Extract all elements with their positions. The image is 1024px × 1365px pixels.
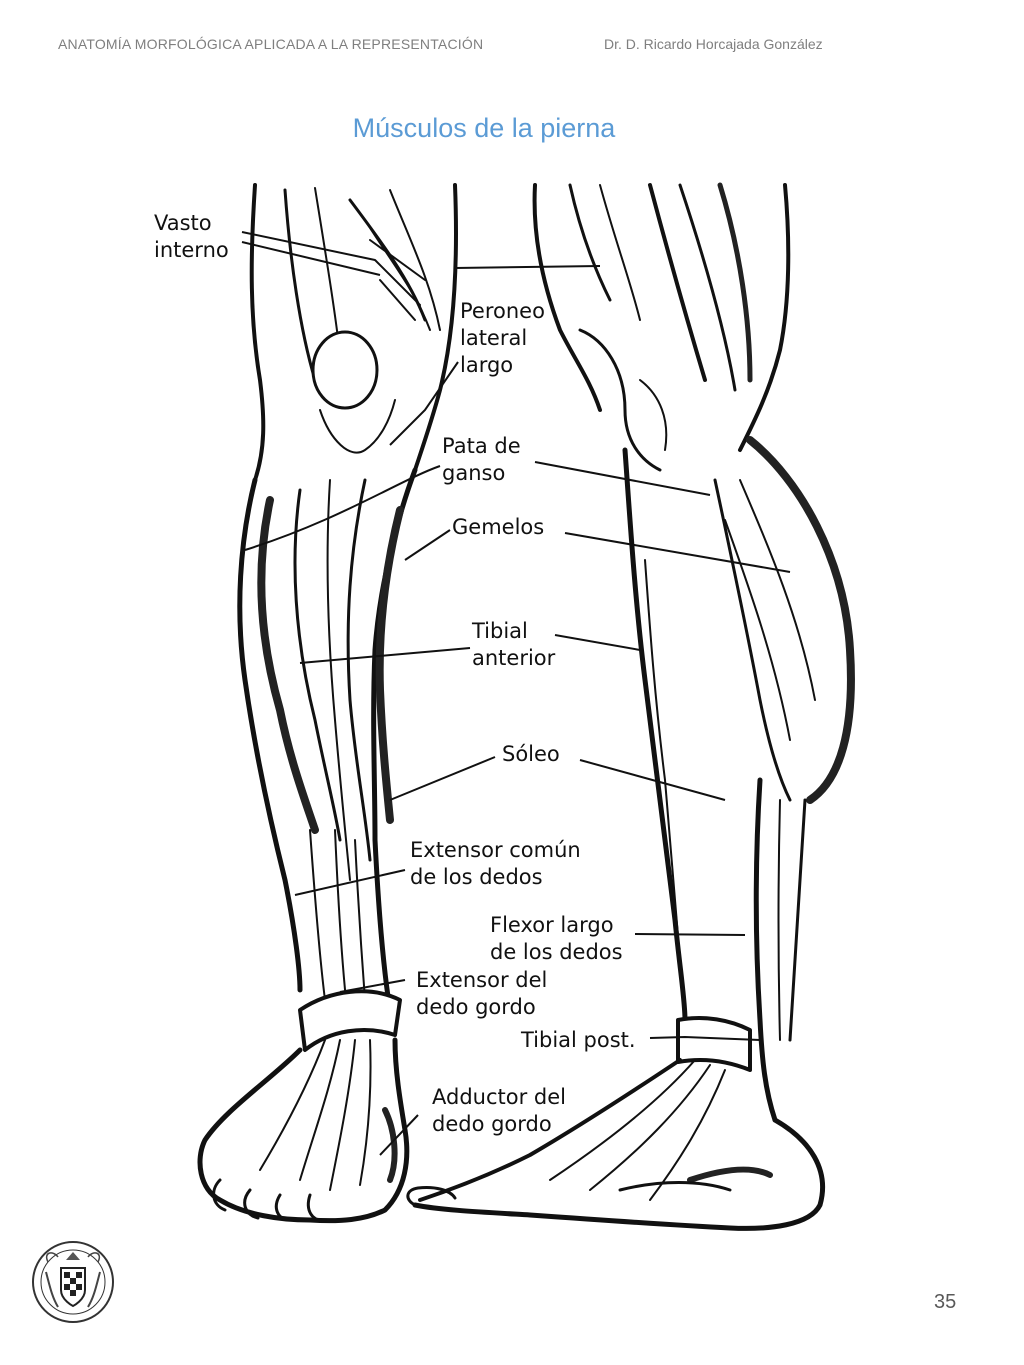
page-title: Músculos de la pierna <box>352 113 616 143</box>
leg-muscles-illustration <box>150 180 860 1250</box>
label-extensor-comun: Extensor común de los dedos <box>410 838 581 889</box>
label-gemelos: Gemelos <box>452 515 545 539</box>
label-extensor-dedo-gordo: Extensor del dedo gordo <box>416 968 548 1019</box>
university-seal-logo <box>28 1232 118 1332</box>
label-pata-de-ganso: Pata de ganso <box>442 434 521 485</box>
label-tibial-anterior: Tibial anterior <box>472 619 556 670</box>
label-flexor-largo: Flexor largo de los dedos <box>490 913 623 964</box>
header-author: Dr. D. Ricardo Horcajada González <box>604 36 823 52</box>
label-soleo: Sóleo <box>502 742 560 766</box>
label-adductor-dedo-gordo: Adductor del dedo gordo <box>432 1085 566 1136</box>
label-tibial-post: Tibial post. <box>521 1028 636 1052</box>
page-number: 35 <box>934 1291 957 1313</box>
side-leg-drawing <box>406 182 855 1231</box>
label-peroneo-lateral-largo: Peroneo lateral largo <box>460 299 545 377</box>
label-leader-lines <box>241 231 791 1156</box>
front-leg-drawing <box>197 183 459 1224</box>
label-vasto-interno: Vasto interno <box>154 211 229 262</box>
header-course-title: ANATOMÍA MORFOLÓGICA APLICADA A LA REPRE… <box>58 36 484 52</box>
